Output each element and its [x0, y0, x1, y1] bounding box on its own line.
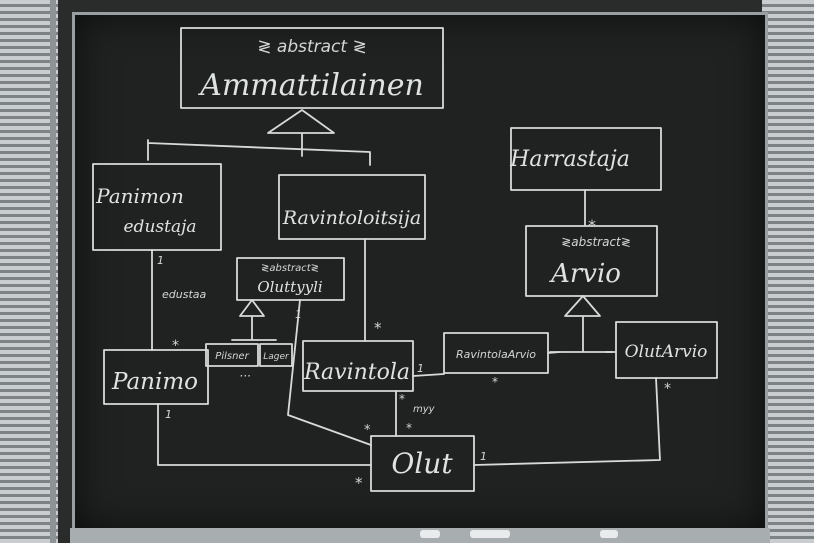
class-name: Ammattilainen — [197, 68, 424, 103]
tray-magnet — [470, 530, 510, 538]
class-ravintoloitsija: Ravintoloitsija — [278, 174, 426, 240]
class-olut-arvio: OlutArvio — [615, 321, 718, 379]
class-arvio: ≷abstract≷ Arvio — [525, 225, 658, 297]
multiplicity: * — [355, 474, 363, 492]
multiplicity: * — [374, 319, 382, 337]
multiplicity: 1 — [157, 254, 164, 267]
class-name: Panimo — [111, 369, 198, 395]
multiplicity: * — [406, 421, 412, 435]
inheritance-arrow — [231, 299, 277, 341]
association-label: edustaa — [162, 288, 207, 301]
inheritance-arrow — [549, 295, 613, 353]
window-frame-bar — [50, 0, 56, 543]
stereotype-label: ≷ abstract ≷ — [257, 37, 366, 57]
class-name: Pilsner — [215, 351, 249, 362]
class-lager: Lager — [259, 343, 293, 367]
class-ravintola-arvio: RavintolaArvio — [443, 332, 549, 374]
multiplicity: 1 — [480, 450, 487, 463]
class-name: Harrastaja — [509, 147, 630, 172]
multiplicity: * — [492, 375, 498, 389]
window-blinds-right — [762, 0, 814, 543]
class-name: Lager — [263, 352, 290, 362]
tray-magnet — [420, 530, 440, 538]
multiplicity: * — [172, 338, 179, 354]
class-name: Arvio — [549, 259, 621, 289]
tray-magnet — [600, 530, 618, 538]
class-panimon-edustaja: Panimon edustaja — [92, 163, 222, 251]
multiplicity: 1 — [295, 308, 302, 321]
class-name-line1: Panimon — [95, 184, 184, 208]
multiplicity: * — [399, 392, 405, 406]
association-olutarvio-olut — [473, 377, 661, 466]
inheritance-arrow — [147, 109, 371, 166]
class-pilsner: Pilsner — [205, 343, 259, 367]
multiplicity: * — [364, 423, 371, 438]
more-subclasses: ··· — [239, 369, 250, 383]
association-oluttyyli-olut — [287, 299, 372, 446]
class-name-line2: edustaja — [124, 217, 197, 237]
multiplicity: 1 — [165, 408, 172, 421]
class-name: Olut — [391, 447, 453, 480]
stereotype-label: ≷abstract≷ — [261, 263, 319, 274]
association-label: myy — [413, 404, 436, 415]
class-name: Oluttyyli — [257, 278, 323, 296]
class-olut: Olut — [370, 435, 475, 492]
association-ravintola-arvio — [412, 351, 561, 377]
multiplicity: * — [664, 381, 671, 397]
class-name: OlutArvio — [625, 342, 708, 362]
class-name: Ravintoloitsija — [282, 207, 421, 229]
window-blinds-left — [0, 0, 58, 543]
class-oluttyyli: ≷abstract≷ Oluttyyli — [236, 257, 345, 301]
class-panimo: Panimo — [103, 349, 209, 405]
association-panimo-olut — [157, 403, 372, 466]
multiplicity: 1 — [417, 362, 424, 375]
class-name: Ravintola — [303, 360, 410, 385]
stereotype-label: ≷abstract≷ — [561, 235, 631, 249]
class-name: RavintolaArvio — [456, 348, 536, 361]
class-ammattilainen: ≷ abstract ≷ Ammattilainen — [180, 27, 444, 109]
class-ravintola: Ravintola — [302, 340, 414, 392]
class-harrastaja: Harrastaja — [509, 127, 662, 191]
